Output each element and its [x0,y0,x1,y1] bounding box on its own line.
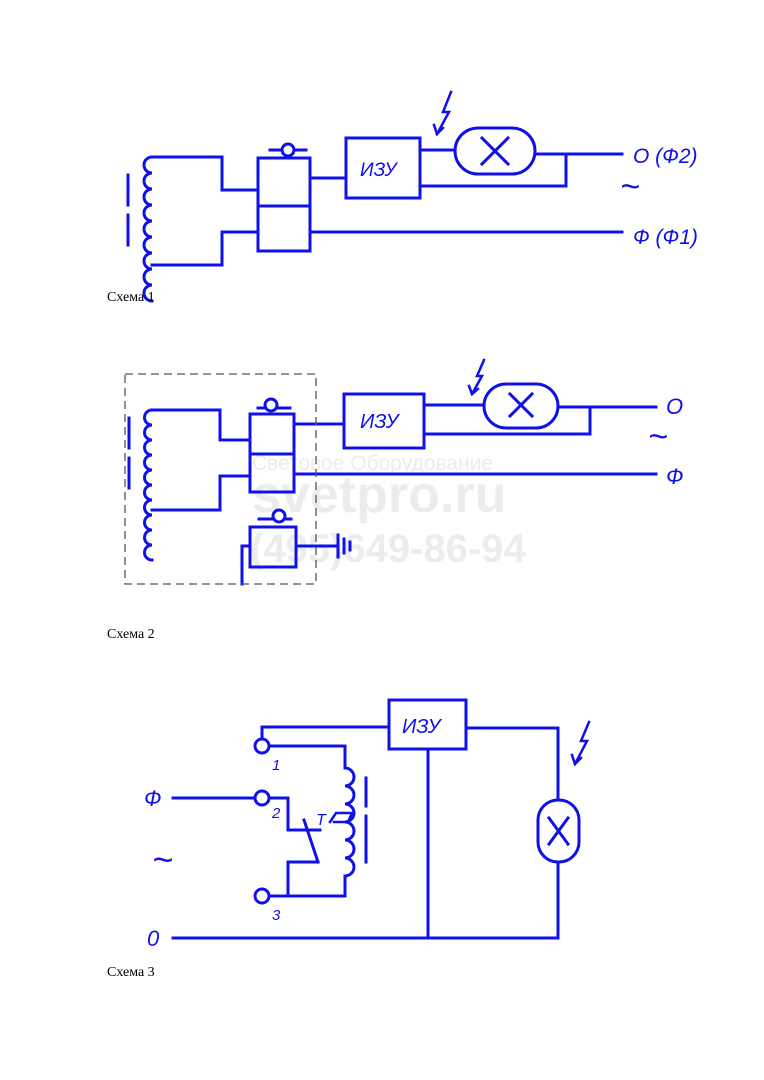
wire-terminal1-izu [260,725,391,740]
scheme-2-labels: ИЗУ О Ф ~ Схема 2 [107,394,684,642]
thermal-relay-icon [328,811,354,824]
lightning-icon [573,720,591,766]
caption-scheme-1: Схема 1 [107,290,155,305]
relay-label: T [316,812,327,829]
wire-terminal2-contact [267,796,322,832]
f-label-2: Ф [666,464,684,489]
scheme-1 [126,90,624,303]
izu-label-3: ИЗУ [402,716,443,738]
terminal-3 [253,887,271,905]
lamp-cross [479,135,511,167]
lightning-icon [435,90,453,136]
zero-label-3: 0 [147,926,160,951]
izu-box-2 [342,392,426,450]
wire-coil-bottom [150,474,252,512]
watermark: Световое Оборудование svetpro.ru (495)64… [250,452,526,571]
izu-box-1 [344,136,422,200]
scheme-1-labels: ИЗУ О (Ф2) Ф (Ф1) ~ Схема 1 [107,145,698,305]
pushbutton-knob [263,397,279,413]
lightning-icon [470,358,486,396]
lamp-cross [507,391,535,419]
switch-block-upper [248,412,296,456]
watermark-company: Световое Оборудование [252,452,493,475]
ac-symbol-3: ~ [152,839,173,880]
scheme-3 [171,698,591,940]
lightning-arrow-icon [467,384,480,397]
wire-coil-top [150,155,260,192]
ac-symbol-1: ~ [620,168,640,206]
pushbutton-knob [271,508,287,524]
pushbutton-knob [280,142,296,158]
watermark-phone: (495)649-86-94 [250,527,526,571]
lightning-arrow-icon [570,753,583,767]
izu-label-2: ИЗУ [360,411,401,433]
switch-block-lower [256,204,312,253]
relay-contact [302,818,320,864]
wire-coil-bottom [150,230,260,267]
o-label-2: О [666,394,683,419]
terminal-3-label: 3 [272,907,281,924]
lamp-cross [546,815,571,847]
wire-terminal1-coil [267,744,347,770]
terminal-2 [253,789,271,807]
caption-scheme-3: Схема 3 [107,965,155,980]
scheme-3-labels: ИЗУ Ф 0 ~ 1 2 3 T Схема 3 [107,716,443,980]
wire-coil-terminal3 [289,874,347,898]
izu-label-1: ИЗУ [360,160,398,181]
scheme-2 [127,358,658,586]
terminal-1 [253,737,271,755]
ac-symbol-2: ~ [648,418,668,456]
housing-dashed-frame [124,373,317,585]
wire-coil-top [150,408,252,442]
caption-scheme-2: Схема 2 [107,627,155,642]
terminal-2-label: 2 [271,805,281,822]
lightning-arrow-icon [432,123,445,137]
f-label-3: Ф [144,786,162,811]
wire-izu-lamp [464,726,560,802]
f-phase1-label: Ф (Ф1) [633,226,698,249]
transformer-winding [142,155,154,303]
switch-block-upper [256,156,312,208]
lamp-1 [453,126,537,176]
wire-ground-lead [240,544,252,586]
terminal-1-label: 1 [272,757,280,774]
o-phase2-label: О (Ф2) [633,145,698,168]
transformer-winding [143,408,154,562]
